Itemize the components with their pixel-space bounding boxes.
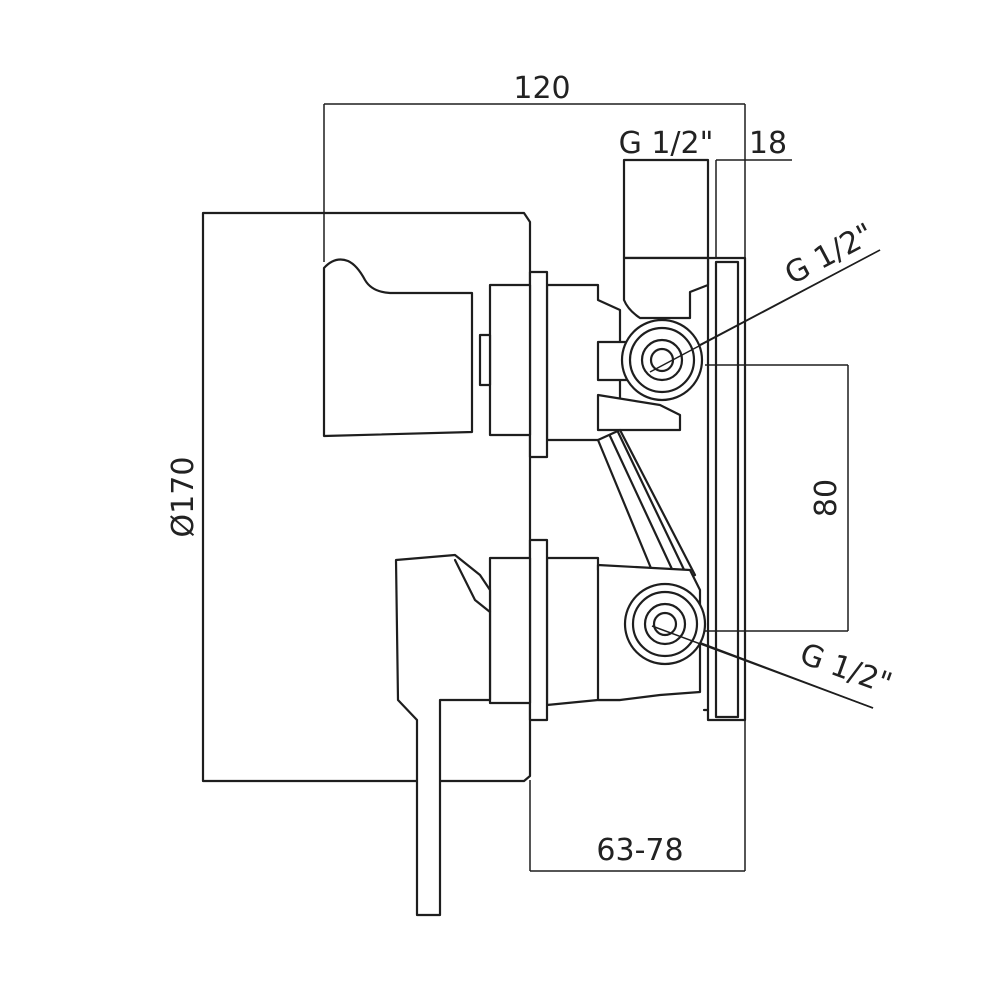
upper-cartridge [478, 270, 682, 459]
dim-installation-depth: 63-78 [596, 833, 683, 868]
outlet-body [622, 158, 710, 320]
upper-inlet [620, 318, 704, 402]
dim-inlet-thread-upper: G 1/2" [779, 217, 879, 292]
diverter-knob [322, 258, 474, 438]
dim-outlet-thread: G 1/2" [619, 126, 714, 161]
dim-plate-thickness: 18 [749, 126, 787, 161]
connecting-channel [596, 428, 697, 592]
dim-inlet-spacing: 80 [809, 479, 844, 517]
lever-handle [394, 553, 492, 917]
cover-plate [201, 211, 532, 783]
dim-overall-depth: 120 [513, 71, 570, 106]
dim-plate-diameter: Ø170 [166, 457, 201, 538]
dim-inlet-thread-lower: G 1/2" [795, 637, 896, 702]
dimension-lines [202, 103, 881, 872]
lower-inlet [623, 582, 707, 666]
mounting-plate [702, 256, 747, 722]
